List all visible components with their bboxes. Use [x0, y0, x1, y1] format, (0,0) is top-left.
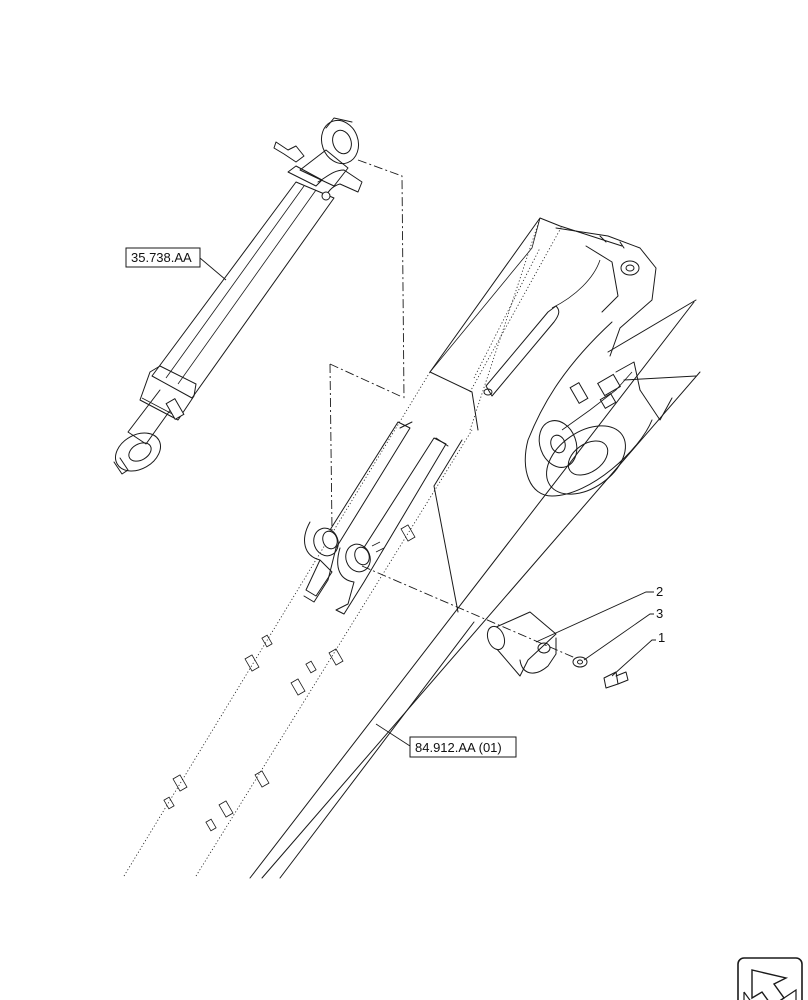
callout-2: 2	[656, 584, 663, 599]
washer-part	[572, 656, 588, 668]
weld-marks	[163, 524, 416, 832]
hydraulic-cylinder	[113, 117, 363, 475]
cylinder-reference-box[interactable]: 35.738.AA	[125, 247, 201, 268]
center-lines	[329, 159, 581, 661]
callout-1: 1	[658, 630, 665, 645]
cylinder-reference-label: 35.738.AA	[131, 250, 192, 265]
pin-part	[486, 611, 557, 677]
callout-3: 3	[656, 606, 663, 621]
arm-reference-label: 84.912.AA (01)	[415, 740, 502, 755]
bolt-part	[603, 671, 629, 689]
arrow-icon[interactable]	[737, 957, 803, 1000]
arm-reference-box[interactable]: 84.912.AA (01)	[409, 736, 517, 758]
side-fitting	[561, 371, 633, 431]
arm-assembly	[123, 217, 701, 879]
